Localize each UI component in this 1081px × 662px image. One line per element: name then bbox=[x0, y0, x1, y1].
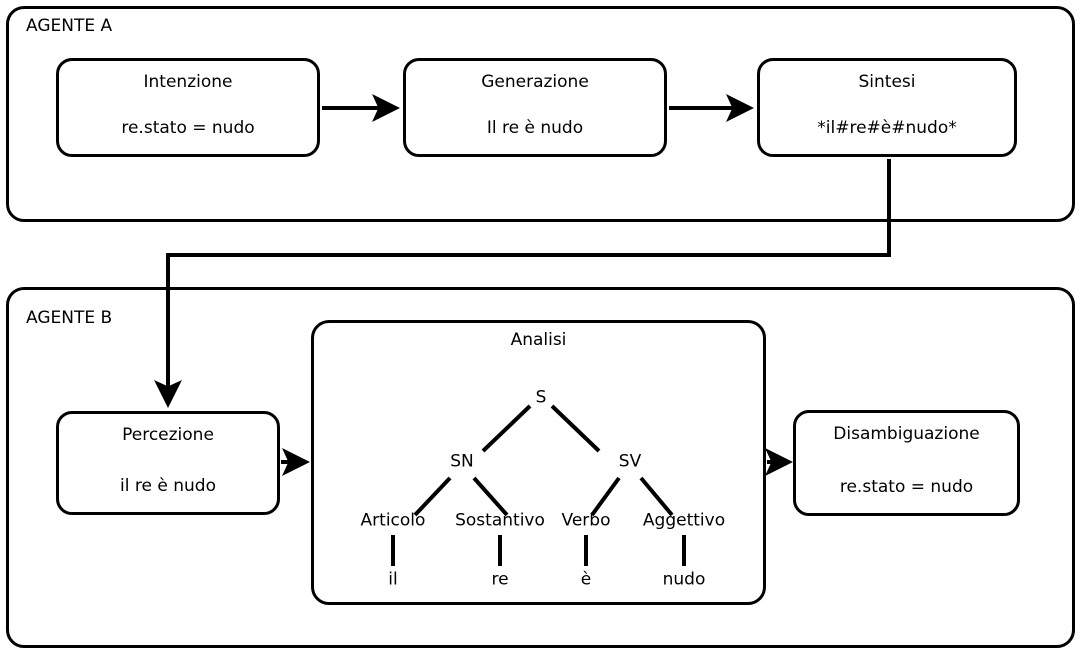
box-percezione-value: il re è nudo bbox=[120, 476, 216, 497]
box-disambiguazione-title: Disambiguazione bbox=[833, 424, 980, 444]
box-percezione[interactable]: Percezione il re è nudo bbox=[56, 411, 280, 515]
box-disambiguazione-value: re.stato = nudo bbox=[839, 477, 974, 498]
parse-tree: S SN SV Articolo Sostantivo Verbo Aggett… bbox=[314, 323, 763, 602]
box-intenzione-title: Intenzione bbox=[143, 72, 233, 92]
box-generazione-value: Il re è nudo bbox=[486, 118, 584, 139]
box-analisi[interactable]: Analisi bbox=[311, 320, 766, 605]
tree-node-verbo: Verbo bbox=[561, 510, 611, 531]
agent-a-label: AGENTE A bbox=[26, 16, 113, 36]
tree-node-aggettivo: Aggettivo bbox=[642, 510, 726, 531]
box-generazione[interactable]: Generazione Il re è nudo bbox=[403, 58, 667, 157]
box-sintesi-title: Sintesi bbox=[858, 72, 916, 92]
box-intenzione[interactable]: Intenzione re.stato = nudo bbox=[56, 58, 320, 157]
parse-tree-edges bbox=[391, 404, 686, 566]
tree-node-s: S bbox=[535, 387, 547, 408]
box-disambiguazione[interactable]: Disambiguazione re.stato = nudo bbox=[793, 410, 1020, 516]
tree-leaf-e: è bbox=[580, 569, 592, 590]
tree-leaf-il: il bbox=[388, 569, 398, 590]
tree-node-sostantivo: Sostantivo bbox=[455, 510, 545, 531]
agent-b-label: AGENTE B bbox=[26, 308, 113, 328]
tree-node-sn: SN bbox=[450, 451, 474, 472]
box-generazione-title: Generazione bbox=[481, 72, 589, 92]
box-sintesi-value: *il#re#è#nudo* bbox=[817, 118, 957, 139]
tree-node-articolo: Articolo bbox=[360, 510, 426, 531]
box-intenzione-value: re.stato = nudo bbox=[121, 118, 255, 139]
box-sintesi[interactable]: Sintesi *il#re#è#nudo* bbox=[757, 58, 1017, 157]
tree-node-sv: SV bbox=[618, 451, 642, 472]
tree-leaf-re: re bbox=[491, 569, 509, 590]
box-percezione-title: Percezione bbox=[122, 425, 214, 445]
tree-leaf-nudo: nudo bbox=[662, 569, 706, 590]
